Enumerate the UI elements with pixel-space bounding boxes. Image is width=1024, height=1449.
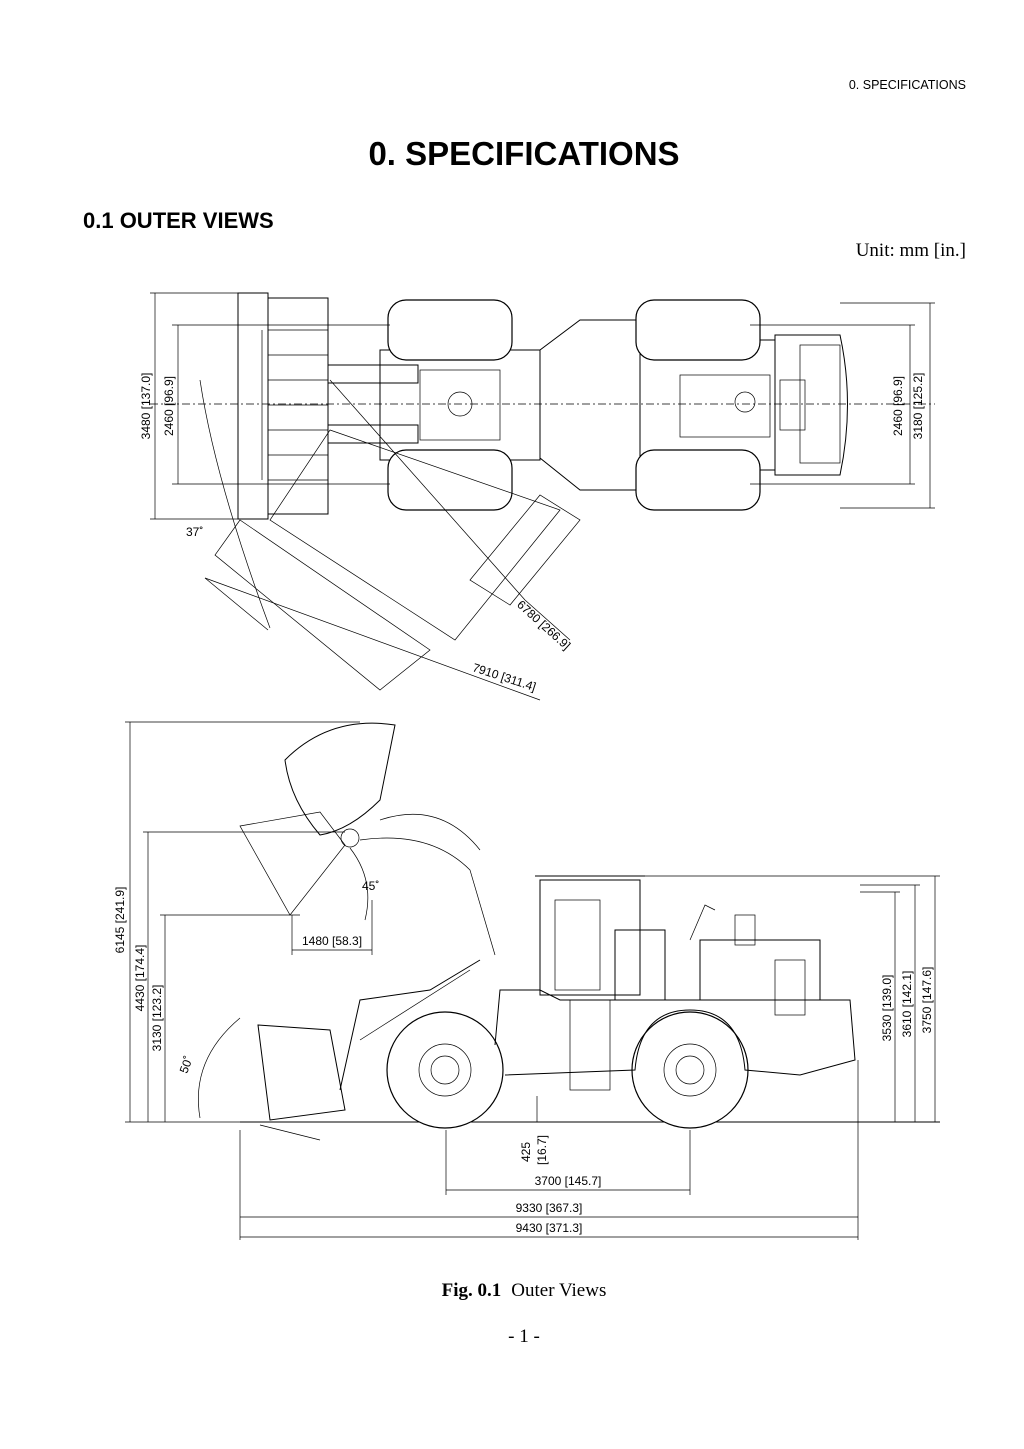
dim-overall-length: 9430 [371.3] [516,1221,583,1235]
dim-ground-clearance-in: [16.7] [535,1135,549,1165]
dim-wheelbase: 3700 [145.7] [535,1174,602,1188]
dim-ground-clearance-mm: 425 [519,1142,533,1162]
unit-note: Unit: mm [in.] [855,240,966,261]
figure-caption: Fig. 0.1 Outer Views [0,1280,1024,1302]
dim-overall-width-rear: 3180 [125.2] [911,373,925,440]
dim-overall-width-bucket: 3480 [137.0] [139,373,153,440]
dim-height-rops: 3750 [147.6] [920,967,934,1034]
dim-max-height: 6145 [241.9] [113,887,127,954]
running-header: 0. SPECIFICATIONS [848,78,966,92]
dim-dump-clearance: 3130 [123.2] [150,985,164,1052]
figure-caption-text: Outer Views [511,1280,607,1301]
dim-rollback-angle: 50˚ [177,1054,196,1075]
dim-dump-angle: 45˚ [362,879,379,893]
figure-label: Fig. 0.1 [441,1280,502,1301]
dim-height-cab: 3530 [139.0] [880,975,894,1042]
dim-hinge-pin-height: 4430 [174.4] [133,945,147,1012]
dim-dump-reach: 1480 [58.3] [302,934,362,948]
dim-turning-radius-bucket: 7910 [311.4] [471,660,538,694]
section-heading: 0.1 OUTER VIEWS [83,208,274,233]
dim-articulation-angle: 37˚ [186,525,203,539]
dim-tread-front: 2460 [96.9] [162,376,176,436]
dim-height-exhaust: 3610 [142.1] [900,971,914,1038]
dim-length-bucket-ground: 9330 [367.3] [516,1201,583,1215]
page-title: 0. SPECIFICATIONS [368,135,680,172]
dim-turning-radius-tire: 6780 [266.9] [514,597,573,652]
top-view-drawing [150,292,935,701]
dim-tread-rear: 2460 [96.9] [891,376,905,436]
side-view-drawing [125,721,940,1240]
page-number: - 1 - [508,1326,540,1347]
